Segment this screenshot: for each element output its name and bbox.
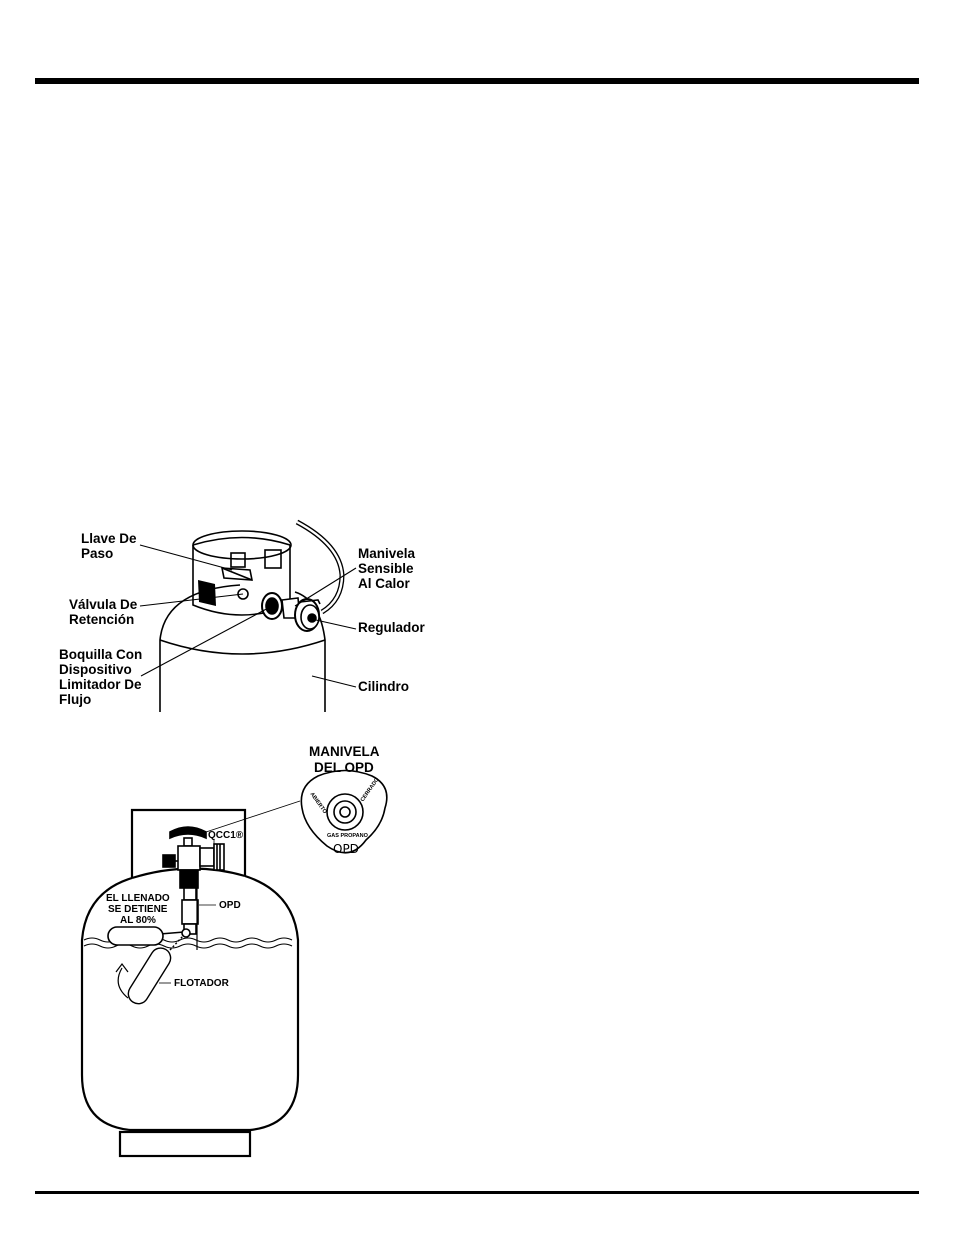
knob-text-gas-propano: GAS PROPANO: [327, 833, 369, 839]
title-manivela: MANIVELA: [309, 744, 380, 759]
label-valvula-1: Válvula De: [69, 597, 138, 612]
label-llenado-2: SE DETIENE: [108, 904, 168, 915]
opd-knob-leader: [205, 800, 301, 833]
label-llave-de-paso-2: Paso: [81, 546, 113, 561]
float-tilted: [127, 935, 184, 1005]
label-manivela-1: Manivela: [358, 546, 416, 561]
label-qcc1: QCC1®: [208, 830, 244, 841]
label-boquilla-4: Flujo: [59, 692, 91, 707]
label-flotador: FLOTADOR: [174, 978, 230, 989]
label-valvula-2: Retención: [69, 612, 134, 627]
label-boquilla-1: Boquilla Con: [59, 647, 142, 662]
label-boquilla-2: Dispositivo: [59, 662, 132, 677]
opd-knob-detail: [300, 769, 388, 854]
label-regulador: Regulador: [358, 620, 426, 635]
label-manivela-3: Al Calor: [358, 576, 411, 591]
knob-text-opd: OPD: [333, 842, 359, 856]
label-boquilla-3: Limitador De: [59, 677, 142, 692]
figure1-leader-lines: [139, 544, 357, 688]
bottom-rule: [35, 1191, 919, 1194]
label-opd: OPD: [219, 900, 241, 911]
float-motion-arrow-icon: [115, 963, 129, 999]
label-llave-de-paso-1: Llave De: [81, 531, 137, 546]
float-horizontal: [107, 926, 164, 946]
title-del-opd: DEL OPD: [314, 760, 374, 775]
label-manivela-2: Sensible: [358, 561, 414, 576]
label-llenado-3: AL 80%: [120, 915, 156, 926]
label-llenado-1: EL LLENADO: [106, 893, 170, 904]
top-rule: [35, 78, 919, 84]
label-cilindro: Cilindro: [358, 679, 409, 694]
cylinder-illustration: [159, 519, 345, 712]
opd-valve-assembly: [159, 826, 225, 950]
